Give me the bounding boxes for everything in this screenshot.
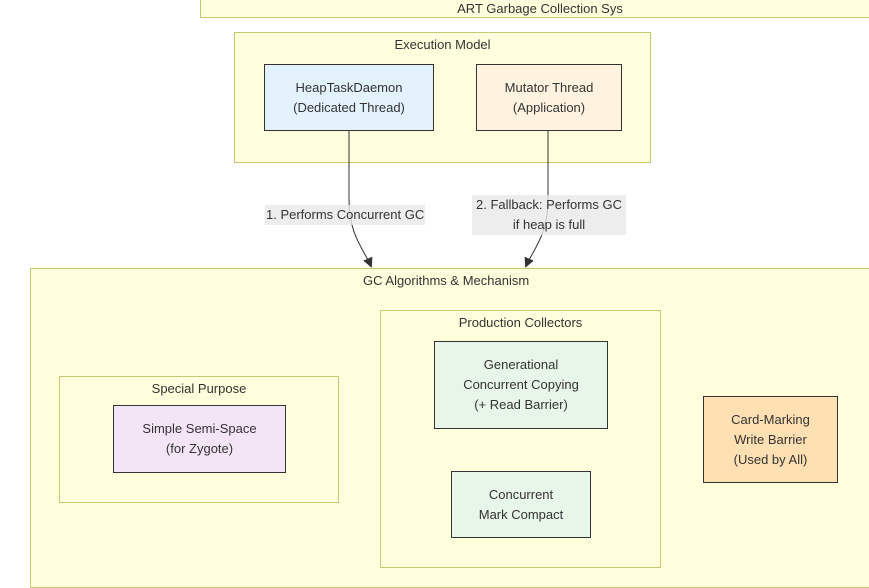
execution-model-title: Execution Model: [394, 37, 491, 52]
edge-label-fallback-line1: 2. Fallback: Performs GC: [476, 197, 622, 212]
edge-heap-daemon-to-gc: [348, 131, 373, 268]
edge-label-concurrent-gc-text: 1. Performs Concurrent GC: [266, 207, 425, 222]
simple-semi-space-node: Simple Semi-Space (for Zygote): [113, 405, 286, 473]
mutator-thread-line2: (Application): [512, 99, 586, 115]
mutator-thread-node: Mutator Thread (Application): [476, 64, 622, 131]
edge-label-fallback-line2: if heap is full: [512, 217, 586, 232]
edge-label-concurrent-gc: 1. Performs Concurrent GC: [265, 205, 426, 225]
concurrent-mark-compact-line2: Mark Compact: [478, 506, 564, 522]
mutator-thread-line1: Mutator Thread: [504, 79, 594, 95]
simple-semi-space-line2: (for Zygote): [165, 441, 234, 456]
heap-task-daemon-line2: (Dedicated Thread): [293, 99, 405, 115]
card-marking-line3: (Used by All): [733, 451, 808, 467]
heap-task-daemon-line1: HeapTaskDaemon: [295, 79, 403, 95]
concurrent-mark-compact-line1: Concurrent: [488, 486, 554, 502]
simple-semi-space-line1: Simple Semi-Space: [142, 421, 257, 436]
edges-layer: [348, 131, 549, 268]
generational-cc-line1: Generational: [483, 357, 559, 372]
production-collectors-title: Production Collectors: [458, 315, 583, 330]
heap-task-daemon-node: HeapTaskDaemon (Dedicated Thread): [264, 64, 434, 131]
card-marking-node: Card-Marking Write Barrier (Used by All): [703, 396, 838, 483]
root-cluster: ART Garbage Collection Sys: [200, 0, 869, 18]
generational-cc-line3: (+ Read Barrier): [474, 397, 568, 412]
generational-cc-line2: Concurrent Copying: [463, 377, 579, 392]
root-cluster-title: ART Garbage Collection Sys: [457, 1, 623, 16]
generational-cc-node: Generational Concurrent Copying (+ Read …: [434, 341, 608, 429]
card-marking-line1: Card-Marking: [731, 411, 810, 427]
concurrent-mark-compact-node: Concurrent Mark Compact: [451, 471, 591, 538]
card-marking-line2: Write Barrier: [734, 431, 807, 447]
special-purpose-title: Special Purpose: [151, 381, 247, 396]
gc-algorithms-title: GC Algorithms & Mechanism: [363, 273, 530, 288]
edge-label-fallback-gc: 2. Fallback: Performs GC if heap is full: [472, 195, 626, 235]
